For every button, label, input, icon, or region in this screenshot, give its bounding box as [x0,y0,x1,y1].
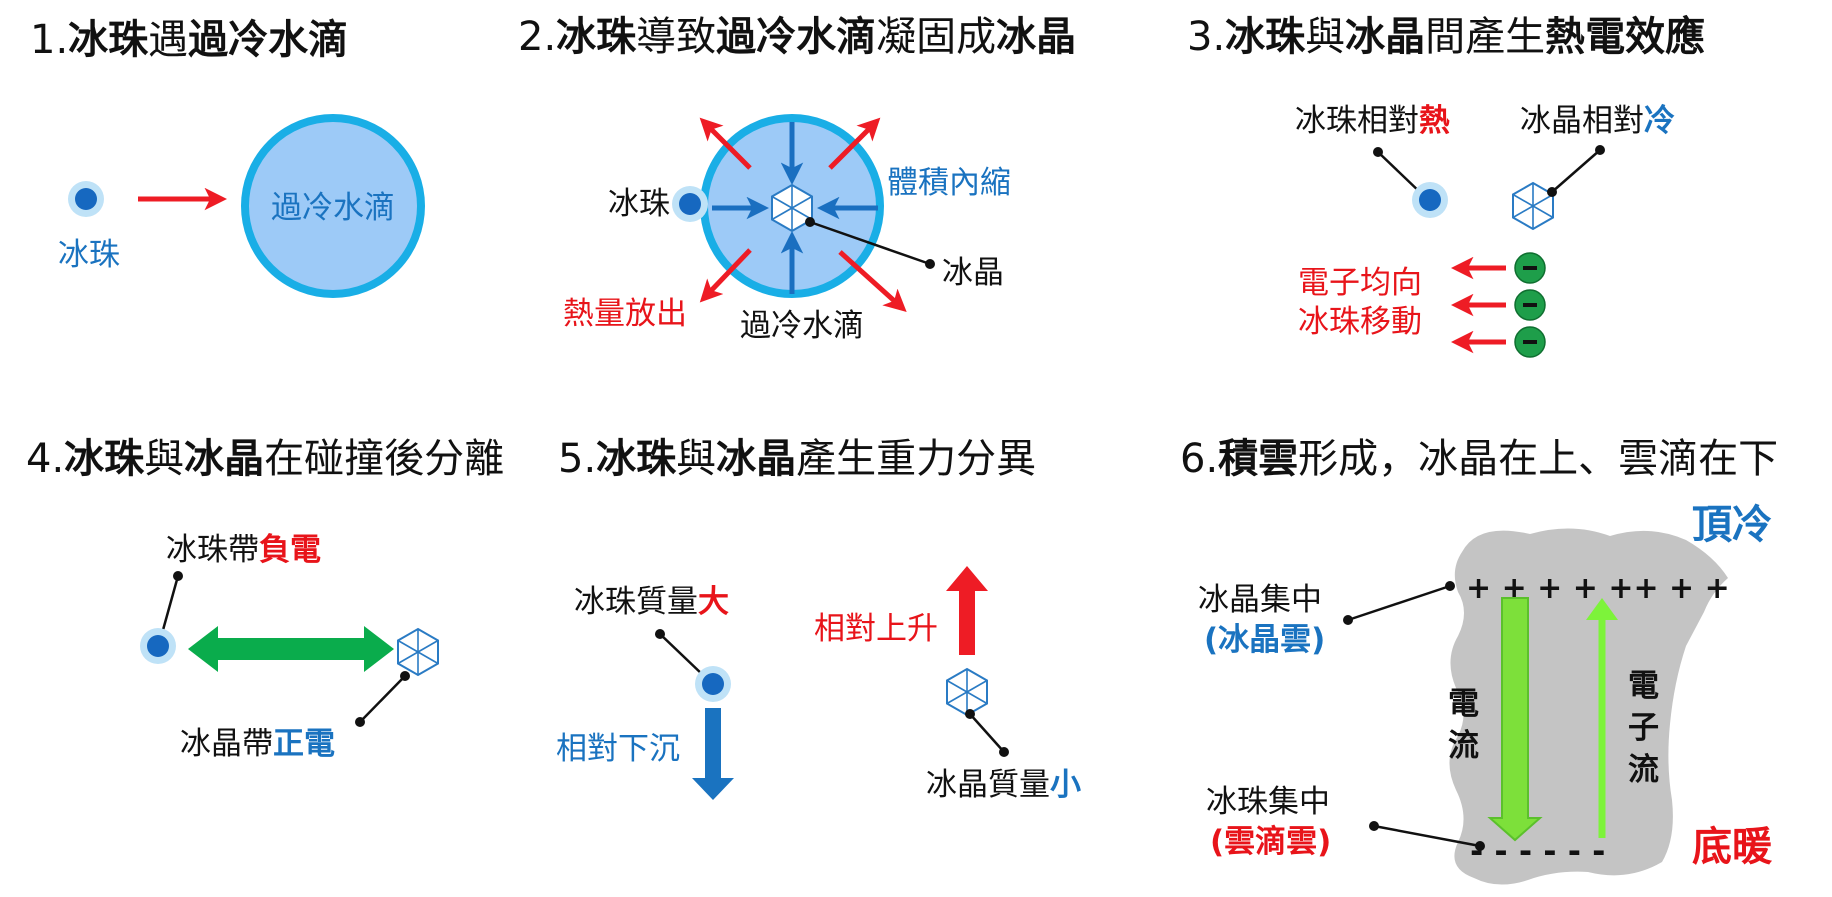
panel-2-title: 2.冰珠導致過冷水滴凝固成冰晶 [518,14,1076,60]
ice-pellet-heavy-label: 冰珠質量大 [574,584,729,620]
panel-6-title: 6.積雲形成，冰晶在上、雲滴在下 [1180,436,1778,482]
panel-1: 1.冰珠遇過冷水滴 冰珠 過冷水滴 [30,17,425,298]
sink-arrow [692,708,734,800]
ice-crystal-positive-label: 冰晶帶正電 [180,726,335,762]
crystal-zone-leader-end [1343,615,1353,625]
crystal-zone-line1: 冰晶集中 [1198,582,1322,618]
electron-icon [1514,289,1546,321]
crystal-zone-leader-dot [1445,581,1455,591]
rise-label: 相對上升 [814,611,938,647]
electron-icon [1514,252,1546,284]
pellet-leader-end [1373,147,1383,157]
rise-arrow [946,566,988,655]
crystal-leader-dot [965,709,975,719]
ice-crystal-cold-label: 冰晶相對冷 [1520,103,1675,139]
ice-pellet-icon [1412,182,1448,218]
bottom-warm-label: 底暖 [1692,824,1773,870]
crystal-leader-line [359,675,406,723]
ice-pellet-warm-label: 冰珠相對熱 [1295,103,1450,139]
crystal-leader-dot [1547,187,1557,197]
ice-crystal-icon [946,668,988,716]
negative-charges: - - - - - - [1470,832,1605,870]
supercooled-droplet-label: 過冷水滴 [740,308,864,344]
pellet-leader-end [173,571,183,581]
sink-label: 相對下沉 [556,731,680,767]
ice-pellet-negative-label: 冰珠帶負電 [166,532,321,568]
ice-pellet-icon [695,666,731,702]
electron-move-line2: 冰珠移動 [1298,304,1422,340]
current-arrow [1487,597,1543,842]
electron-flow-char-2: 子 [1628,710,1659,746]
electron-flow-head [1586,598,1618,620]
electron-flow-char-3: 流 [1628,752,1659,788]
crystal-leader-line [969,713,1005,753]
panel-5: 5.冰珠與冰晶產生重力分異 冰珠質量大 相對下沉 相對上升 冰晶質量小 [556,436,1081,803]
pellet-zone-leader-end [1369,821,1379,831]
pellet-leader-line [659,633,705,677]
ice-pellet-icon [68,181,104,217]
top-cold-label: 頂冷 [1692,502,1772,548]
electron-flow-char-1: 電 [1628,668,1659,704]
pellet-zone-leader-dot [1475,841,1485,851]
crystal-leader-end [1595,145,1605,155]
crystal-leader-dot [805,217,815,227]
pellet-zone-leader [1373,824,1481,848]
panel-3: 3.冰珠與冰晶間產生熱電效應 冰珠相對熱 冰晶相對冷 電子均向 冰珠移動 [1187,14,1705,358]
pellet-leader-line [161,575,180,631]
ice-crystal-label: 冰晶 [942,255,1004,291]
crystal-leader-end [999,747,1009,757]
crystal-zone-line2: (冰晶雲) [1204,622,1325,658]
heat-release-label: 熱量放出 [563,296,687,332]
panel-3-title: 3.冰珠與冰晶間產生熱電效應 [1187,14,1705,60]
panel-4-title: 4.冰珠與冰晶在碰撞後分離 [26,436,504,482]
ice-pellet-label: 冰珠 [58,237,120,273]
crystal-leader-end [355,717,365,727]
crystal-leader-end [925,259,935,269]
ice-crystal-light-label: 冰晶質量小 [926,767,1081,803]
current-char-2: 流 [1448,728,1479,764]
heat-arrow-se [838,250,907,313]
panel-4: 4.冰珠與冰晶在碰撞後分離 冰珠帶負電 冰晶帶正電 [26,436,504,762]
panel-6: 6.積雲形成，冰晶在上、雲滴在下 頂冷 底暖 + + + + ++ + + - … [1180,436,1778,885]
separation-arrow [188,626,394,672]
current-char-1: 電 [1448,686,1479,722]
crystal-leader-line [1551,149,1601,193]
pellet-zone-line1: 冰珠集中 [1206,784,1330,820]
ice-pellet-icon [140,628,176,664]
panel-1-title: 1.冰珠遇過冷水滴 [30,17,348,63]
ice-pellet-icon [672,186,708,222]
ice-crystal-icon [1512,182,1554,230]
heat-arrow-ne [828,117,881,170]
crystal-leader-line [809,220,931,266]
supercooled-droplet [241,114,425,298]
electron-icon [1514,326,1546,358]
panel-5-title: 5.冰珠與冰晶產生重力分異 [558,436,1036,482]
pellet-zone-line2: (雲滴雲) [1210,824,1331,860]
supercooled-droplet-label: 過冷水滴 [271,190,395,226]
pellet-leader-end [655,629,665,639]
heat-arrow-nw [699,117,752,170]
heat-arrow-sw [699,248,752,303]
crystal-zone-leader [1347,584,1451,622]
electron-move-line1: 電子均向 [1298,265,1422,301]
shrink-label: 體積內縮 [887,165,1011,201]
crystal-leader-dot [400,671,410,681]
ice-pellet-label: 冰珠 [608,186,670,222]
panel-2: 2.冰珠導致過冷水滴凝固成冰晶 冰珠 體積內縮 冰晶 熱量放出 過冷水滴 [518,14,1076,344]
ice-crystal-icon [397,628,439,676]
